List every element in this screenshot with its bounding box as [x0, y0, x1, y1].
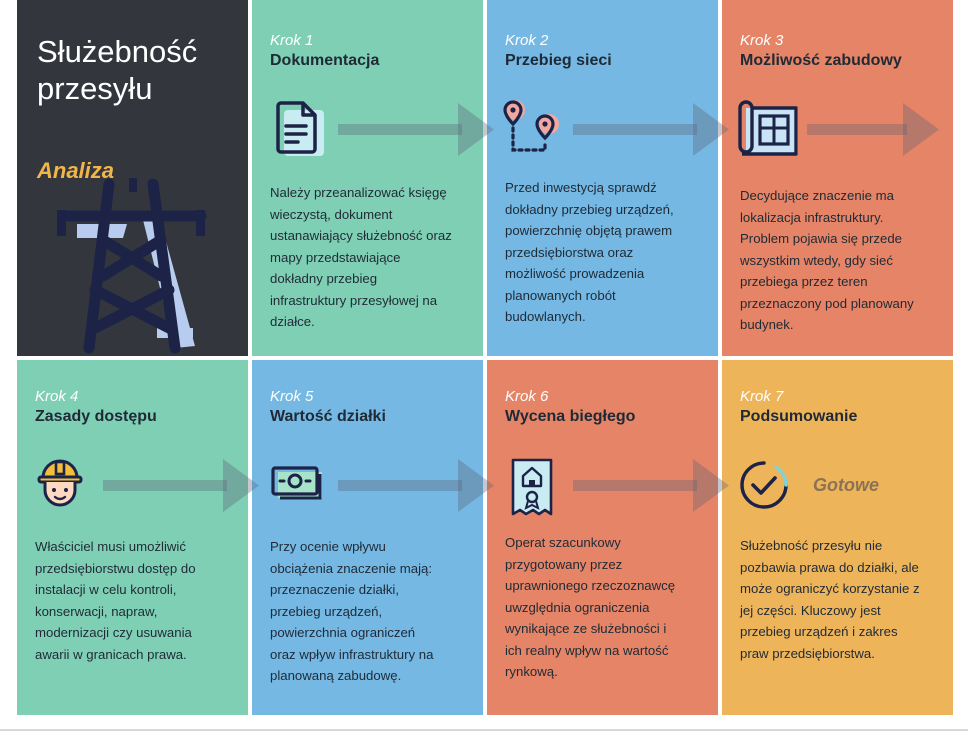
desc-line: planowaną zabudowę.	[270, 668, 402, 683]
desc-line: powierzchnia ograniczeń	[270, 625, 416, 640]
desc-line: infrastruktury przesyłowej na	[270, 292, 438, 308]
desc-line: konserwacji, napraw,	[35, 603, 158, 619]
step-title: Wycena biegłego	[505, 408, 636, 425]
flow-arrow-3-next	[807, 103, 939, 156]
flow-arrow-2-3	[573, 103, 729, 156]
page-title-line1: Służebność	[37, 34, 198, 69]
desc-line: instalacji w celu kontroli,	[35, 582, 177, 597]
banknote-icon	[271, 466, 322, 500]
desc-line: lokalizacja infrastruktury.	[740, 209, 884, 225]
step-title: Wartość działki	[270, 408, 386, 425]
page-subtitle: Analiza	[37, 158, 115, 183]
desc-line: budynek.	[740, 317, 794, 332]
step-tile-7: Krok 7 Podsumowanie Gotowe Służebność pr…	[722, 360, 953, 715]
desc-line: może ograniczyć korzystanie z	[740, 581, 920, 596]
desc-line: obciążenia znaczenie mają:	[270, 560, 433, 576]
step-description: Właściciel musi umożliwić przedsiębiorst…	[35, 536, 234, 665]
desc-line: modernizacji czy usuwania	[35, 625, 192, 640]
step-tile-1: Krok 1 Dokumentacja Należy przeanalizowa…	[252, 0, 483, 356]
desc-line: przygotowany przez	[505, 556, 623, 572]
step-description: Należy przeanalizować księgę wieczystą, …	[270, 182, 469, 333]
desc-line: uprawnionego rzeczoznawcę	[505, 578, 676, 593]
step-number: Krok 5	[270, 388, 314, 405]
desc-line: Właściciel musi umożliwić	[35, 539, 186, 554]
check-circle-icon	[740, 461, 788, 509]
page-title: Służebność przesyłu	[37, 33, 197, 107]
worker-helmet-icon	[37, 459, 83, 507]
step-tile-6: Krok 6 Wycena biegłego Operat szacunkowy…	[487, 360, 718, 715]
power-pylon-icon	[57, 178, 207, 354]
desc-line: wieczystą, dokument	[270, 206, 393, 222]
desc-line: wszystkim wtedy, gdy sieć	[740, 252, 893, 268]
desc-line: Operat szacunkowy	[505, 535, 621, 550]
desc-line: Służebność przesyłu nie	[740, 538, 883, 553]
desc-line: planowanych robót	[505, 287, 616, 303]
step-number: Krok 1	[270, 32, 314, 49]
step-title: Możliwość zabudowy	[740, 52, 902, 69]
desc-line: ustanawiający służebność oraz	[270, 228, 452, 243]
step-number: Krok 4	[35, 388, 79, 405]
flow-arrow-5-6	[338, 459, 494, 512]
step-description: Służebność przesyłu nie pozbawia prawa d…	[740, 535, 939, 664]
bottom-divider	[0, 729, 968, 731]
step-description: Przy ocenie wpływu obciążenia znaczenie …	[270, 536, 469, 687]
step-title: Zasady dostępu	[35, 408, 157, 425]
step-number: Krok 7	[740, 388, 784, 405]
title-tile: Służebność przesyłu Analiza	[17, 0, 248, 356]
step-number: Krok 6	[505, 388, 549, 405]
desc-line: przebieg urządzeń,	[270, 603, 383, 619]
desc-line: przebiega przez teren	[740, 274, 868, 289]
flow-arrow-6-7	[573, 459, 729, 512]
step-description: Operat szacunkowy przygotowany przez upr…	[505, 532, 704, 683]
desc-line: budowlanych.	[505, 309, 586, 324]
desc-line: możliwość prowadzenia	[505, 266, 645, 281]
desc-line: Przy ocenie wpływu	[270, 539, 386, 554]
flow-arrow-1-2	[338, 103, 494, 156]
desc-line: pozbawia prawa do działki, ale	[740, 559, 919, 575]
step-tile-2: Krok 2 Przebieg sieci Przed inwestycją s…	[487, 0, 718, 356]
desc-line: przebieg urządzeń i zakres	[740, 624, 898, 639]
step-number: Krok 2	[505, 32, 549, 49]
step-title: Przebieg sieci	[505, 52, 612, 69]
desc-line: dokładny przebieg urządzeń,	[505, 201, 674, 217]
desc-line: praw przedsiębiorstwa.	[740, 645, 875, 661]
desc-line: przedsiębiorstwa oraz	[505, 244, 634, 260]
desc-line: przeznaczenie działki,	[270, 582, 400, 597]
desc-line: Problem pojawia się przede	[740, 231, 902, 246]
step-title: Podsumowanie	[740, 408, 858, 425]
desc-line: przedsiębiorstwu dostęp do	[35, 560, 196, 576]
desc-line: awarii w granicach prawa.	[35, 646, 187, 662]
desc-line: dokładny przebieg	[270, 271, 378, 286]
page-title-line2: przesyłu	[37, 71, 153, 106]
desc-line: ich realny wpływ na wartość	[505, 642, 669, 658]
desc-line: Przed inwestycją sprawdź	[505, 180, 657, 195]
desc-line: jej części. Kluczowy jest	[740, 602, 881, 618]
step-description: Przed inwestycją sprawdź dokładny przebi…	[505, 177, 704, 328]
document-icon	[276, 101, 324, 156]
desc-line: uwzględnia ograniczenia	[505, 599, 650, 615]
desc-line: powierzchnię objętą prawem	[505, 223, 673, 238]
step-description: Decydujące znaczenie ma lokalizacja infr…	[740, 185, 939, 336]
desc-line: działce.	[270, 314, 315, 329]
desc-line: oraz wpływ infrastruktury na	[270, 646, 434, 662]
desc-line: wynikające ze służebności i	[505, 621, 667, 636]
step-number: Krok 3	[740, 32, 784, 49]
step-tile-5: Krok 5 Wartość działki Przy ocenie wpływ…	[252, 360, 483, 715]
route-pins-icon	[503, 100, 559, 152]
desc-line: Decydujące znaczenie ma	[740, 188, 894, 203]
appraisal-certificate-icon	[511, 458, 553, 516]
step-title: Dokumentacja	[270, 52, 380, 69]
blueprint-icon	[738, 100, 798, 156]
desc-line: mapy przedstawiające	[270, 249, 401, 265]
desc-line: przeznaczony pod planowany	[740, 295, 914, 311]
step-tile-3: Krok 3 Możliwość zabudowy Decydujące zna…	[722, 0, 953, 356]
flow-arrow-4-5	[103, 459, 259, 512]
done-badge: Gotowe	[813, 475, 879, 495]
desc-line: rynkową.	[505, 664, 558, 679]
desc-line: Należy przeanalizować księgę	[270, 185, 447, 200]
step-tile-4: Krok 4 Zasady dostępu Właściciel musi um…	[17, 360, 248, 715]
